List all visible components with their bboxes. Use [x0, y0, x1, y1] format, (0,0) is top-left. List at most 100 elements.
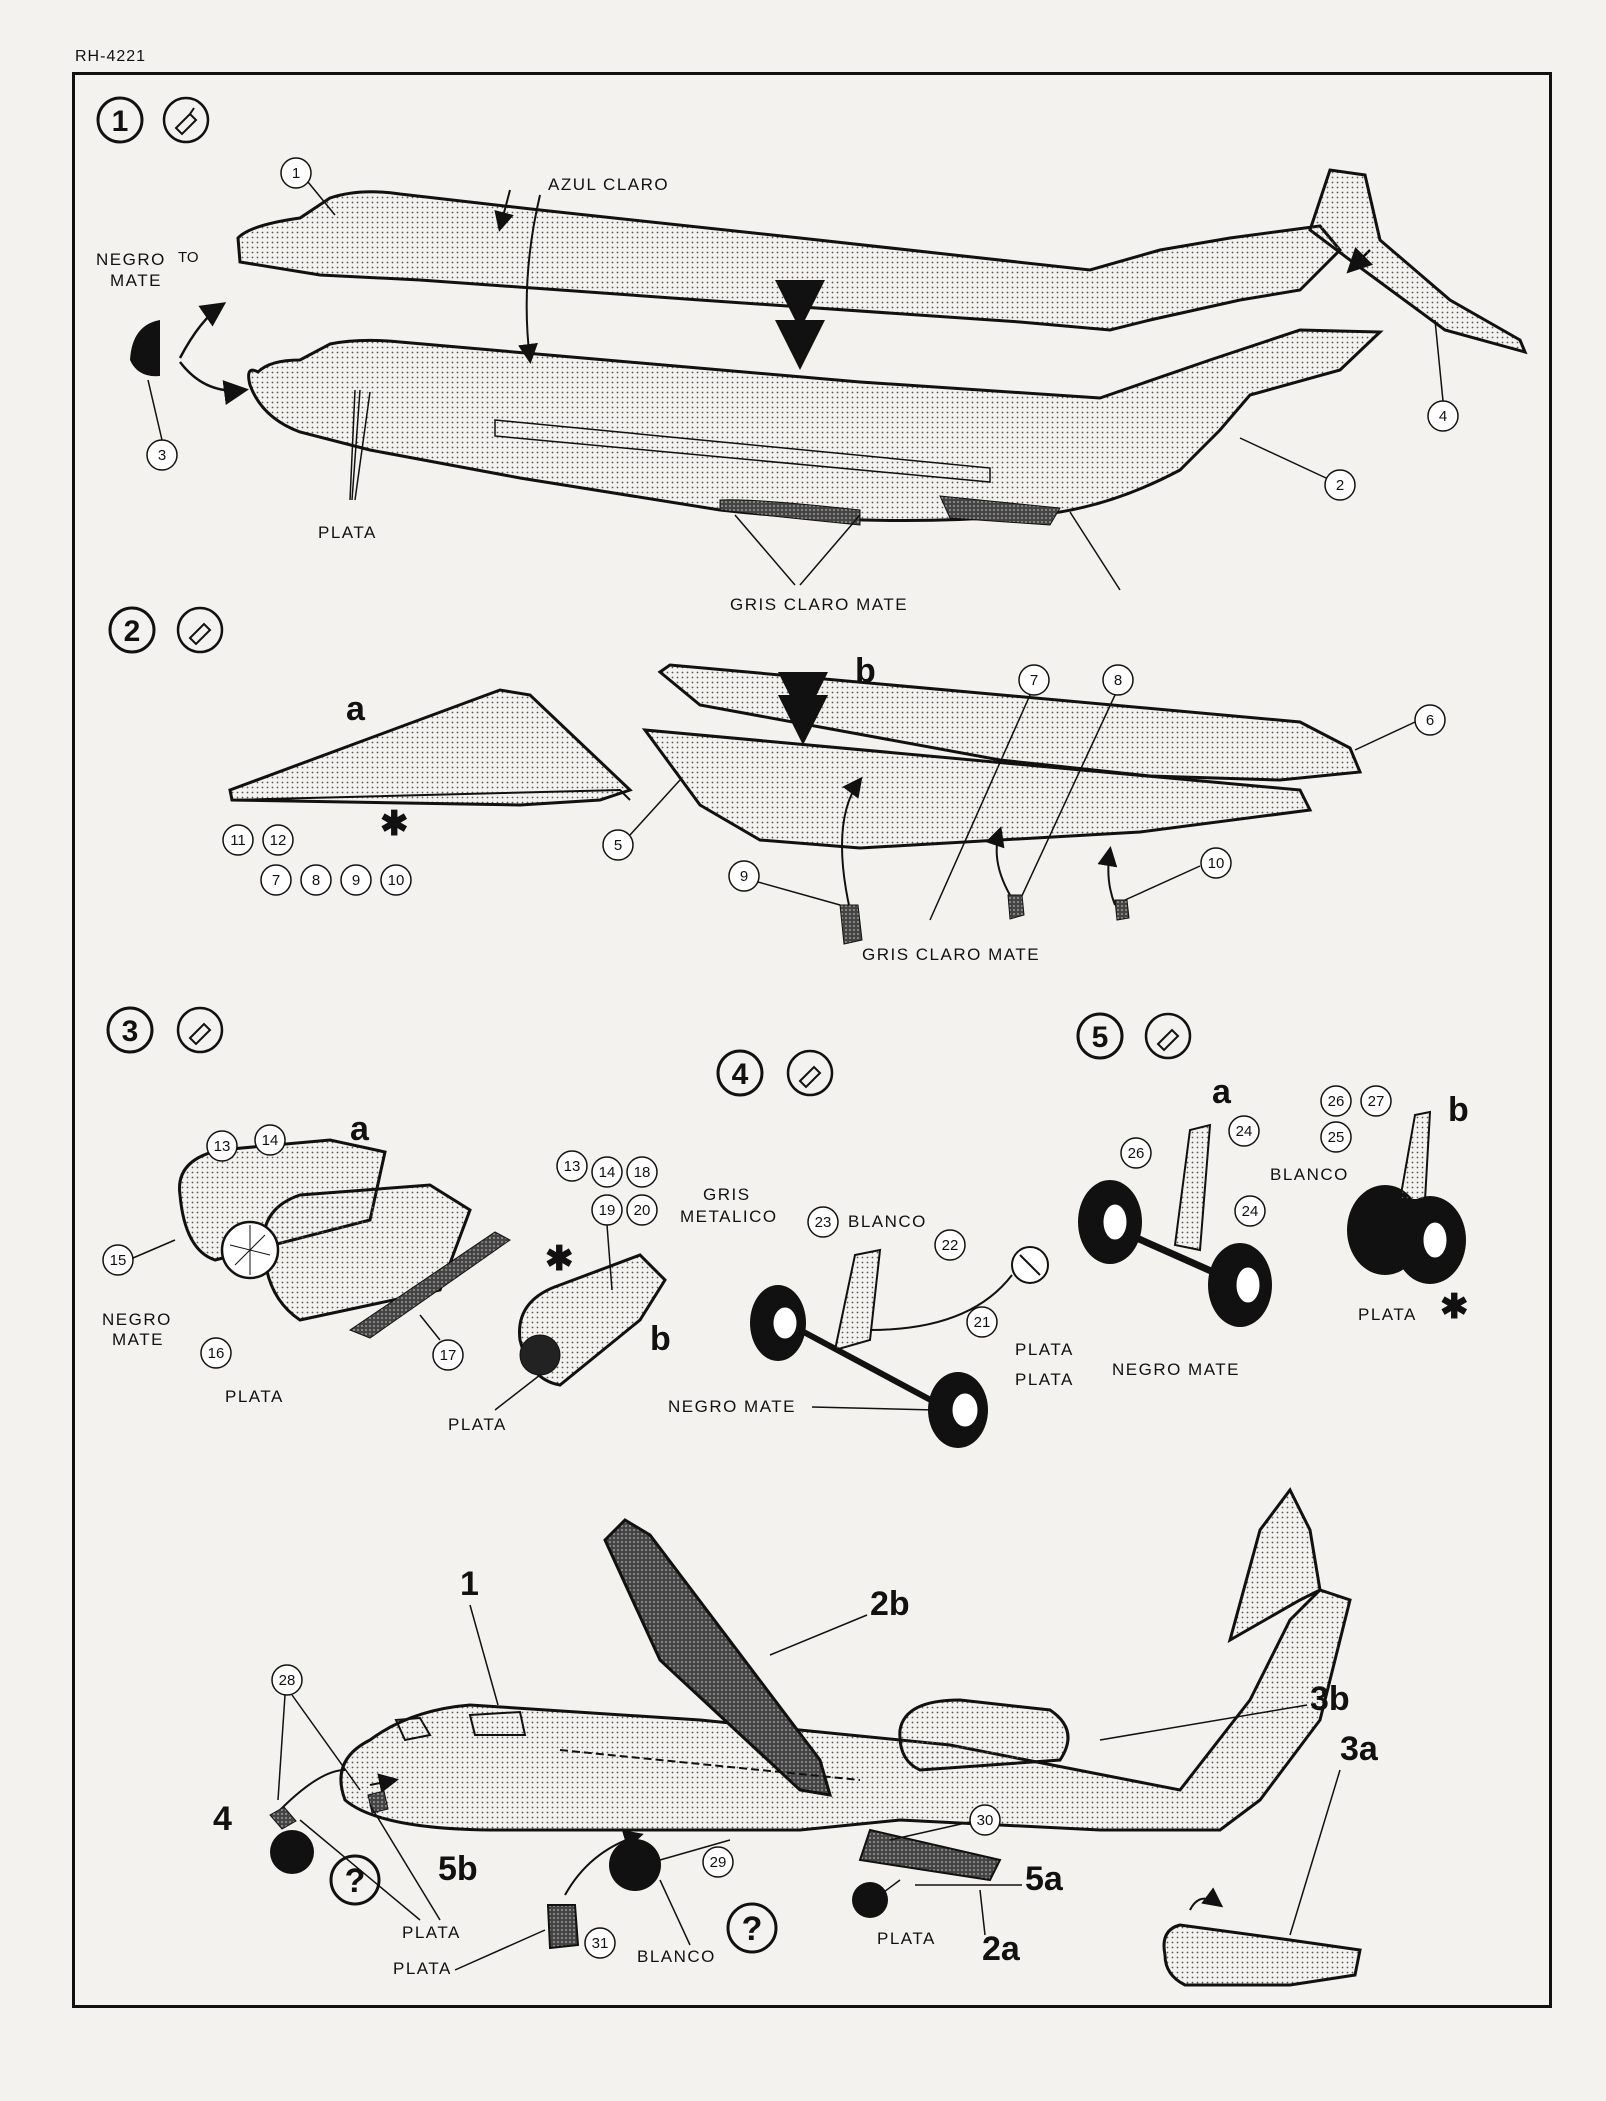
glue-icon [1144, 1012, 1192, 1060]
question-mark-2: ? [742, 1910, 763, 1948]
label-b: b [1448, 1091, 1469, 1129]
part-3: 3 [158, 447, 166, 464]
svg-text:20: 20 [634, 1202, 651, 1219]
main-wheel-5a [852, 1882, 888, 1918]
svg-text:19: 19 [599, 1202, 616, 1219]
assembled-engine-3b [898, 1698, 1070, 1772]
glue-icon [176, 1006, 224, 1054]
label-negro-sup: TO [178, 249, 199, 266]
label-a: a [350, 1110, 370, 1148]
part-callouts: 24 24 26 26 27 25 [1120, 1085, 1392, 1227]
label-b: b [855, 652, 876, 690]
svg-text:26: 26 [1128, 1145, 1145, 1162]
svg-text:9: 9 [740, 868, 748, 885]
label-1: 1 [460, 1565, 479, 1603]
label-4: 4 [213, 1800, 232, 1838]
part-2: 2 [1336, 477, 1344, 494]
svg-text:5: 5 [1092, 1021, 1109, 1054]
label-plata: PLATA [225, 1387, 284, 1406]
label-2a: 2a [982, 1930, 1021, 1968]
label-blanco: BLANCO [637, 1947, 716, 1966]
label-blanco: BLANCO [848, 1212, 927, 1231]
label-negro-a: NEGRO [102, 1310, 172, 1329]
label-plata-a: PLATA [1015, 1340, 1074, 1359]
step-3: 3 a ✱ b GRIS METALICO NEGRO MATE PLATA P… [102, 1006, 776, 1434]
svg-text:7: 7 [272, 872, 280, 889]
svg-text:7: 7 [1030, 672, 1038, 689]
part-4: 4 [1439, 408, 1447, 425]
label-gris-claro-mate: GRIS CLARO MATE [862, 945, 1040, 964]
svg-text:23: 23 [815, 1214, 832, 1231]
svg-text:21: 21 [974, 1314, 991, 1331]
part-callouts: 28 29 30 31 [271, 1664, 1001, 1959]
nose-cone [130, 320, 160, 377]
svg-text:29: 29 [710, 1854, 727, 1871]
label-2b: 2b [870, 1585, 910, 1623]
svg-text:3: 3 [122, 1015, 139, 1048]
svg-text:13: 13 [564, 1158, 581, 1175]
star-symbol: ✱ [380, 805, 409, 843]
svg-text:27: 27 [1368, 1093, 1385, 1110]
svg-text:24: 24 [1242, 1203, 1259, 1220]
svg-text:13: 13 [214, 1138, 231, 1155]
nose-wheel [270, 1830, 314, 1874]
label-negro-mate: NEGRO MATE [668, 1397, 796, 1416]
glue-icon [176, 606, 224, 654]
step-number-circle [96, 96, 144, 144]
assembled-wing-2a [858, 1828, 1002, 1882]
label-5b: 5b [438, 1850, 478, 1888]
label-plata-b: PLATA [1015, 1370, 1074, 1389]
window-row [494, 419, 991, 483]
glue-icon [786, 1049, 834, 1097]
main-wheel-5b [609, 1839, 661, 1891]
label-negro-b: MATE [112, 1330, 164, 1349]
svg-text:12: 12 [270, 832, 287, 849]
svg-text:11: 11 [230, 832, 246, 849]
wing-b-upper [657, 663, 1363, 782]
svg-text:10: 10 [388, 872, 405, 889]
label-negro-mate: NEGRO MATE [1112, 1360, 1240, 1379]
part-callouts: 21 22 23 [807, 1206, 998, 1338]
svg-text:31: 31 [592, 1935, 609, 1952]
svg-text:25: 25 [1328, 1129, 1345, 1146]
svg-text:2: 2 [124, 615, 141, 648]
label-plata-3: PLATA [877, 1929, 936, 1948]
document-code: RH-4221 [75, 48, 147, 65]
svg-text:17: 17 [440, 1347, 457, 1364]
label-blanco: BLANCO [1270, 1165, 1349, 1184]
svg-text:28: 28 [279, 1672, 296, 1689]
label-negro-a: NEGRO [96, 250, 166, 269]
label-plata: PLATA [1358, 1305, 1417, 1324]
assembled-engine-3a [1162, 1923, 1362, 1987]
glue-icon [162, 96, 210, 144]
part-callouts: 1 2 3 4 [146, 157, 1459, 501]
svg-text:26: 26 [1328, 1093, 1345, 1110]
step-2: 2 a b GRIS CLARO MATE ✱ 11 12 7 8 9 10 5… [108, 606, 1446, 964]
svg-text:8: 8 [312, 872, 320, 889]
fuselage-lower-half [247, 328, 1384, 523]
svg-text:8: 8 [1114, 672, 1122, 689]
svg-text:14: 14 [262, 1132, 279, 1149]
label-3b: 3b [1310, 1680, 1350, 1718]
label-5a: 5a [1025, 1860, 1064, 1898]
label-plata: PLATA [318, 523, 377, 542]
label-plata-b: PLATA [448, 1415, 507, 1434]
label-3a: 3a [1340, 1730, 1379, 1768]
label-plata-2: PLATA [393, 1959, 452, 1978]
label-gris-a: GRIS [703, 1185, 751, 1204]
question-mark-1: ? [345, 1862, 366, 1900]
step-number: 1 [112, 105, 129, 138]
label-plata-1: PLATA [402, 1923, 461, 1942]
svg-text:6: 6 [1426, 712, 1434, 729]
step-5: 5 a b BLANCO PLATA NEGRO MATE ✱ 24 24 26… [1076, 1012, 1469, 1379]
label-negro-b: MATE [110, 271, 162, 290]
label-a: a [346, 690, 366, 728]
star-symbol: ✱ [545, 1240, 574, 1278]
svg-text:15: 15 [110, 1252, 127, 1269]
assembled-tail [1227, 1487, 1322, 1644]
svg-text:16: 16 [208, 1345, 225, 1362]
part-1: 1 [292, 165, 300, 182]
page-frame [72, 72, 1552, 2008]
svg-text:4: 4 [732, 1058, 749, 1091]
star-symbol: ✱ [1440, 1288, 1469, 1326]
